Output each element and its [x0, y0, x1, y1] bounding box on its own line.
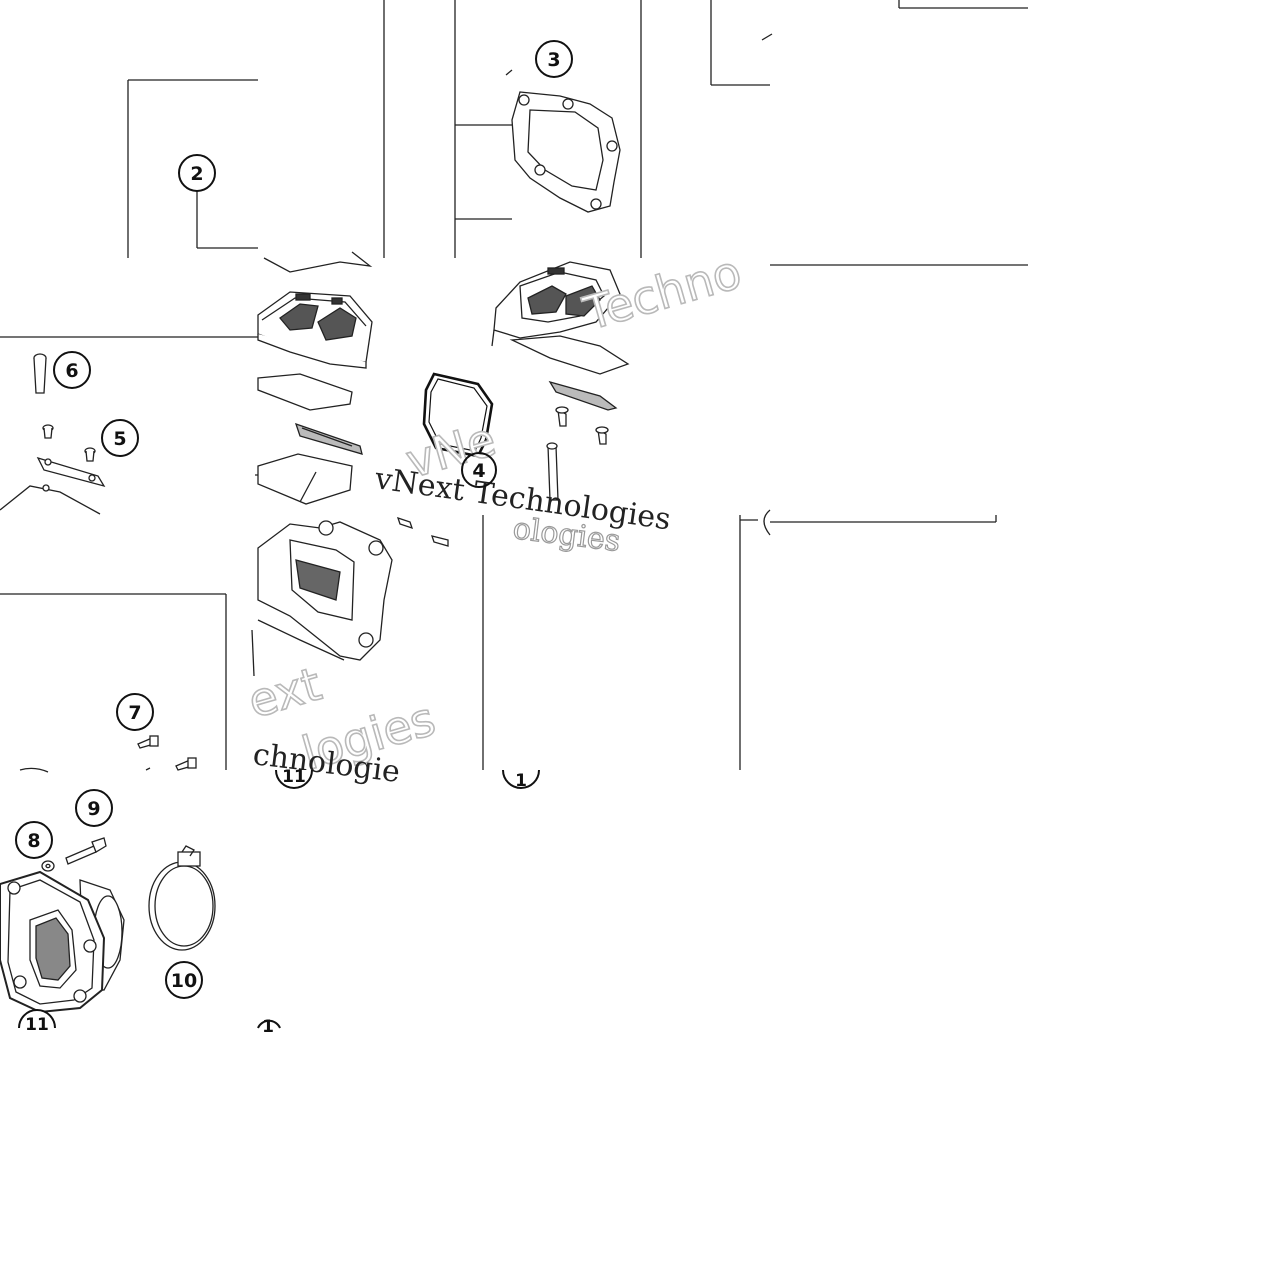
callout-11-lower-label: 11 — [25, 1015, 49, 1035]
callout-7: 7 — [116, 693, 154, 731]
callout-11-lower: 11 — [18, 1009, 56, 1035]
callout-10-label: 10 — [171, 970, 197, 992]
callout-5-label: 5 — [113, 428, 126, 450]
callout-9: 9 — [75, 789, 113, 827]
reed-block-left-icon — [257, 251, 373, 505]
bolt-long-icon — [33, 353, 47, 394]
watermark-ext: ext — [242, 657, 327, 729]
callout-11-upper: 11 — [275, 767, 313, 789]
callout-2-label: 2 — [190, 163, 203, 185]
callout-7-label: 7 — [128, 702, 141, 724]
callout-1-upper: 1 — [502, 769, 540, 791]
callout-2: 2 — [178, 154, 216, 192]
callout-11-upper-label: 11 — [282, 767, 306, 787]
seal-ring-icon — [422, 372, 494, 458]
callout-8-label: 8 — [27, 830, 40, 852]
callout-1-lower: 1 — [257, 1017, 281, 1037]
hose-clamp-icon — [148, 845, 216, 951]
reed-block-right-icon — [491, 261, 630, 501]
watermark-techno: Techno — [577, 244, 747, 340]
callout-10: 10 — [165, 961, 203, 999]
frame-lines — [0, 0, 1028, 770]
bolts-short-icon — [19, 735, 197, 773]
callout-1-lower-label: 1 — [262, 1017, 274, 1037]
callout-8: 8 — [15, 821, 53, 859]
callout-3-label: 3 — [547, 49, 560, 71]
callout-4-label: 4 — [472, 460, 485, 482]
callout-6-label: 6 — [65, 360, 78, 382]
callout-6: 6 — [53, 351, 91, 389]
callout-1-upper-label: 1 — [515, 771, 527, 791]
washer-bolt-icon — [41, 837, 107, 872]
callout-3: 3 — [535, 40, 573, 78]
reed-housing-icon — [251, 516, 449, 677]
gasket-top-icon — [505, 33, 773, 213]
screws-plate-icon — [0, 424, 106, 515]
callout-4: 4 — [461, 452, 497, 488]
callout-9-label: 9 — [87, 798, 100, 820]
callout-5: 5 — [101, 419, 139, 457]
intake-flange-icon — [0, 870, 125, 1014]
